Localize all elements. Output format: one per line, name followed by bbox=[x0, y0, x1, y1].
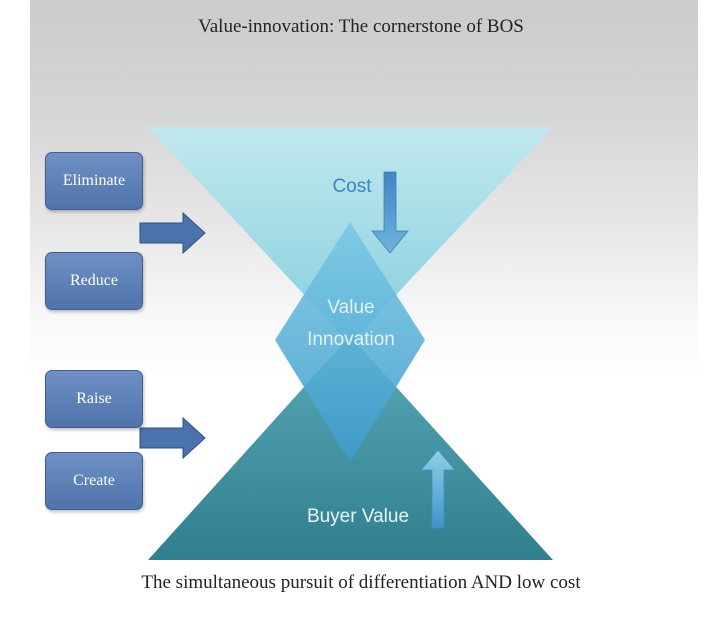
cost-down-arrow-icon bbox=[371, 171, 409, 254]
reduce-label: Reduce bbox=[70, 272, 118, 289]
eliminate-reduce-arrow-icon bbox=[139, 211, 206, 255]
raise-create-arrow-icon bbox=[139, 416, 206, 460]
eliminate-label: Eliminate bbox=[62, 172, 126, 189]
right-margin bbox=[698, 0, 722, 631]
raise-label: Raise bbox=[76, 390, 112, 407]
value-innovation-diamond bbox=[275, 222, 425, 462]
create-label: Create bbox=[73, 472, 115, 489]
buyer-value-label: Buyer Value bbox=[307, 506, 409, 527]
slide-subtitle: The simultaneous pursuit of differentiat… bbox=[141, 572, 581, 593]
reduce-box: Reduce bbox=[45, 252, 143, 310]
value-innovation-label-line1: Value bbox=[327, 297, 374, 318]
create-box: Create bbox=[45, 452, 143, 510]
left-margin bbox=[0, 0, 30, 631]
slide-title: Value-innovation: The cornerstone of BOS bbox=[198, 16, 524, 37]
cost-label: Cost bbox=[332, 176, 372, 197]
value-innovation-label-line2: Innovation bbox=[307, 329, 395, 350]
raise-box: Raise bbox=[45, 370, 143, 428]
buyer-value-up-arrow-icon bbox=[420, 449, 456, 529]
eliminate-box: Eliminate bbox=[45, 152, 143, 210]
